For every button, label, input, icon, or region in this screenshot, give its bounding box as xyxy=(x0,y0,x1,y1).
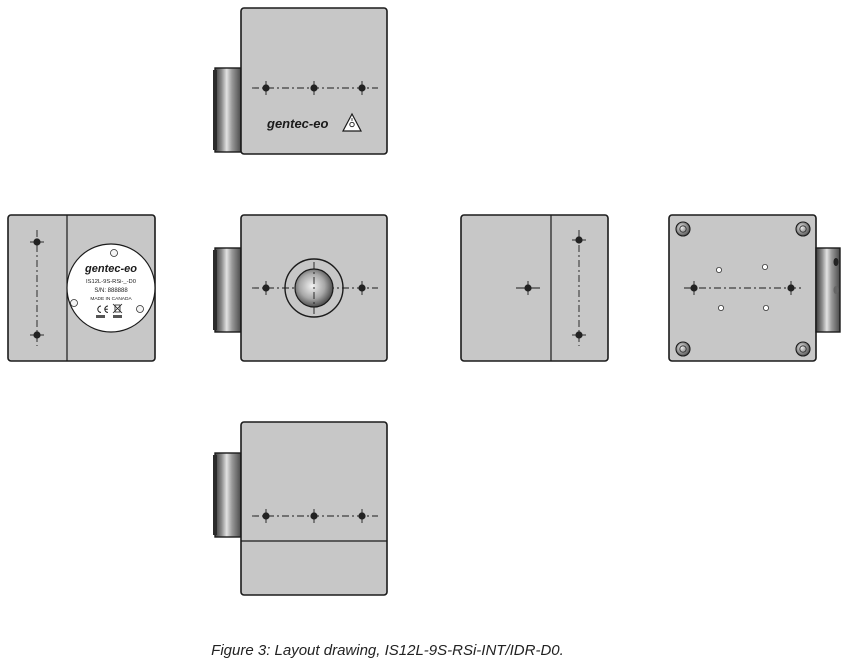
pin-hole xyxy=(763,304,770,311)
mount-hole xyxy=(262,281,270,295)
mount-hole xyxy=(262,81,270,95)
pin-hole xyxy=(716,266,723,273)
mount-hole xyxy=(572,236,586,244)
model-label: IS12L-9S-RSi-_-D0 xyxy=(86,279,136,285)
mount-hole xyxy=(358,281,366,295)
corner-screw xyxy=(795,341,811,357)
mount-hole xyxy=(30,331,44,339)
mount-hole xyxy=(30,238,44,246)
mount-hole xyxy=(572,331,586,339)
pin-hole xyxy=(762,263,769,270)
top-view-logo: gentec-eo xyxy=(266,116,328,131)
mount-hole xyxy=(310,81,318,95)
weee-bin-icon xyxy=(112,303,123,314)
label-logo: gentec-eo xyxy=(84,263,137,275)
mount-hole xyxy=(262,509,270,523)
front-view-port-tube xyxy=(214,247,242,333)
bottom-view-housing xyxy=(240,421,388,596)
top-view: gentec-eo xyxy=(213,7,388,155)
label-screw xyxy=(70,299,78,307)
mount-hole xyxy=(787,281,795,295)
serial-label: S/N: 888888 xyxy=(94,288,128,294)
mount-hole xyxy=(524,281,532,295)
bottom-view xyxy=(213,421,388,596)
mount-hole xyxy=(358,509,366,523)
corner-screw xyxy=(675,221,691,237)
mount-hole xyxy=(690,281,698,295)
origin-label: MADE IN CANADA xyxy=(90,296,132,302)
pin-hole xyxy=(718,304,725,311)
right-view xyxy=(460,214,609,362)
label-screw xyxy=(136,305,144,313)
label-screw xyxy=(110,249,118,257)
corner-screw xyxy=(795,221,811,237)
layout-drawing: gentec-eo gentec-eo IS12L-9S-RSi-_-D0 S/… xyxy=(7,7,841,596)
mount-hole xyxy=(358,81,366,95)
laser-warning-icon xyxy=(342,112,362,132)
top-view-port-tube xyxy=(214,67,242,153)
ce-mark-icon xyxy=(97,305,109,313)
left-view: gentec-eo IS12L-9S-RSi-_-D0 S/N: 888888 … xyxy=(7,214,156,362)
figure-caption: Figure 3: Layout drawing, IS12L-9S-RSi-I… xyxy=(211,642,564,659)
bottom-view-port-tube xyxy=(214,452,242,538)
corner-screw xyxy=(675,341,691,357)
mount-hole xyxy=(310,509,318,523)
front-view xyxy=(213,214,388,362)
entrance-port-flange xyxy=(284,258,344,318)
label-plate xyxy=(66,243,156,333)
back-view xyxy=(668,214,841,362)
